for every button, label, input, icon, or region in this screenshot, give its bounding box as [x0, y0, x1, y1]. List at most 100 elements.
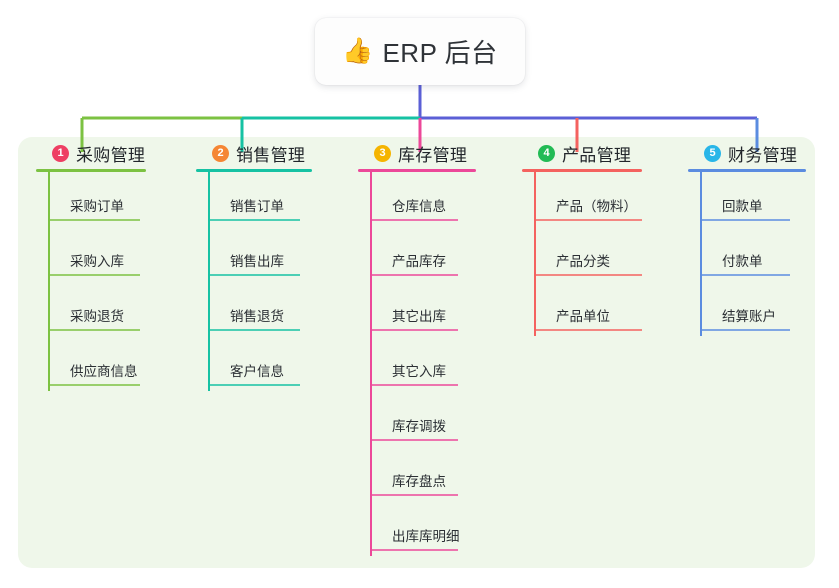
branch-header-1[interactable]: 1 采购管理: [36, 137, 186, 169]
branch-number-badge: 3: [374, 144, 391, 162]
leaf-node[interactable]: 销售退货: [196, 279, 346, 334]
branch-header-rule: [688, 169, 806, 172]
leaf-node[interactable]: 出库库明细: [358, 499, 518, 554]
leaf-node-label: 销售订单: [230, 199, 284, 214]
branch-body-2: 销售订单销售出库销售退货客户信息: [196, 169, 346, 395]
leaf-node[interactable]: 仓库信息: [358, 169, 518, 224]
leaf-node-rule: [700, 219, 790, 221]
branch-spine: [370, 171, 372, 556]
branch-spine: [700, 171, 702, 336]
leaf-node-rule: [534, 274, 642, 276]
leaf-node[interactable]: 供应商信息: [36, 334, 186, 389]
thumbs-up-emoji: 👍: [342, 37, 374, 65]
branch-body-3: 仓库信息产品库存其它出库其它入库库存调拨库存盘点出库库明细: [358, 169, 518, 560]
leaf-node-label: 销售出库: [230, 254, 284, 269]
leaf-node[interactable]: 其它出库: [358, 279, 518, 334]
branch-body-4: 产品（物料） 产品分类产品单位: [522, 169, 682, 340]
leaf-node-rule: [700, 329, 790, 331]
leaf-node-label: 客户信息: [230, 364, 284, 379]
leaf-node[interactable]: 产品（物料）: [522, 169, 682, 224]
leaf-node-rule: [208, 274, 300, 276]
branch-header-rule: [522, 169, 642, 172]
branch-header-2[interactable]: 2 销售管理: [196, 137, 346, 169]
branch-body-1: 采购订单采购入库采购退货供应商信息: [36, 169, 186, 395]
branch-number-badge: 1: [52, 144, 69, 162]
leaf-node[interactable]: 采购订单: [36, 169, 186, 224]
leaf-node[interactable]: 付款单: [688, 224, 838, 279]
branch-number-badge: 2: [212, 144, 229, 162]
branch-title: 产品管理: [562, 145, 632, 165]
branch-header-rule: [196, 169, 312, 172]
leaf-node-label: 产品单位: [556, 309, 610, 324]
branch-column-2: 2 销售管理销售订单销售出库销售退货客户信息: [196, 137, 346, 395]
leaf-node-rule: [370, 329, 458, 331]
leaf-node-label: 库存盘点: [392, 474, 446, 489]
leaf-node[interactable]: 结算账户: [688, 279, 838, 334]
leaf-node-label: 其它出库: [392, 309, 446, 324]
leaf-node-label: 仓库信息: [392, 199, 446, 214]
branch-header-rule: [358, 169, 476, 172]
leaf-node-label: 采购订单: [70, 199, 124, 214]
leaf-node-label: 其它入库: [392, 364, 446, 379]
leaf-node[interactable]: 采购入库: [36, 224, 186, 279]
branch-column-1: 1 采购管理采购订单采购入库采购退货供应商信息: [36, 137, 186, 395]
leaf-node-label: 采购退货: [70, 309, 124, 324]
branch-title: 销售管理: [236, 145, 306, 165]
branch-spine: [48, 171, 50, 391]
leaf-node-rule: [48, 274, 140, 276]
leaf-node-label: 出库库明细: [392, 529, 460, 544]
leaf-node-label: 回款单: [722, 199, 763, 214]
leaf-node-rule: [534, 329, 642, 331]
leaf-node[interactable]: 产品分类: [522, 224, 682, 279]
leaf-node-label: 采购入库: [70, 254, 124, 269]
branch-header-3[interactable]: 3 库存管理: [358, 137, 518, 169]
leaf-node-rule: [370, 494, 458, 496]
branch-title: 库存管理: [398, 145, 468, 165]
leaf-node[interactable]: 库存调拨: [358, 389, 518, 444]
leaf-node[interactable]: 回款单: [688, 169, 838, 224]
branch-header-rule: [36, 169, 146, 172]
leaf-node-rule: [370, 439, 458, 441]
leaf-node[interactable]: 产品单位: [522, 279, 682, 334]
branch-title: 采购管理: [76, 145, 146, 165]
leaf-node-rule: [208, 329, 300, 331]
leaf-node-rule: [48, 384, 140, 386]
branch-spine: [208, 171, 210, 391]
leaf-node[interactable]: 客户信息: [196, 334, 346, 389]
leaf-node-label: 结算账户: [722, 309, 776, 324]
leaf-node-rule: [208, 219, 300, 221]
leaf-node[interactable]: 库存盘点: [358, 444, 518, 499]
leaf-node-label: 库存调拨: [392, 419, 446, 434]
leaf-node-rule: [700, 274, 790, 276]
leaf-node[interactable]: 产品库存: [358, 224, 518, 279]
branch-body-5: 回款单付款单结算账户: [688, 169, 838, 340]
leaf-node[interactable]: 销售订单: [196, 169, 346, 224]
leaf-node-label: 产品（物料）: [556, 199, 637, 214]
leaf-node-rule: [208, 384, 300, 386]
leaf-node-rule: [370, 219, 458, 221]
leaf-node-label: 付款单: [722, 254, 763, 269]
branch-column-3: 3 库存管理仓库信息产品库存其它出库其它入库库存调拨库存盘点出库库明细: [358, 137, 518, 560]
leaf-node-label: 产品库存: [392, 254, 446, 269]
leaf-node-rule: [370, 274, 458, 276]
leaf-node-rule: [48, 329, 140, 331]
diagram-panel: [18, 137, 815, 568]
root-node-label: ERP 后台: [382, 38, 498, 68]
leaf-node-rule: [370, 384, 458, 386]
leaf-node[interactable]: 其它入库: [358, 334, 518, 389]
leaf-node-rule: [370, 549, 458, 551]
leaf-node-rule: [48, 219, 140, 221]
leaf-node[interactable]: 销售出库: [196, 224, 346, 279]
root-node[interactable]: 👍 ERP 后台: [315, 18, 525, 85]
leaf-node-label: 产品分类: [556, 254, 610, 269]
branch-spine: [534, 171, 536, 336]
branch-columns: 1 采购管理采购订单采购入库采购退货供应商信息 2 销售管理销售订单销售出库销售退货客…: [0, 137, 839, 568]
leaf-node[interactable]: 采购退货: [36, 279, 186, 334]
branch-title: 财务管理: [728, 145, 798, 165]
